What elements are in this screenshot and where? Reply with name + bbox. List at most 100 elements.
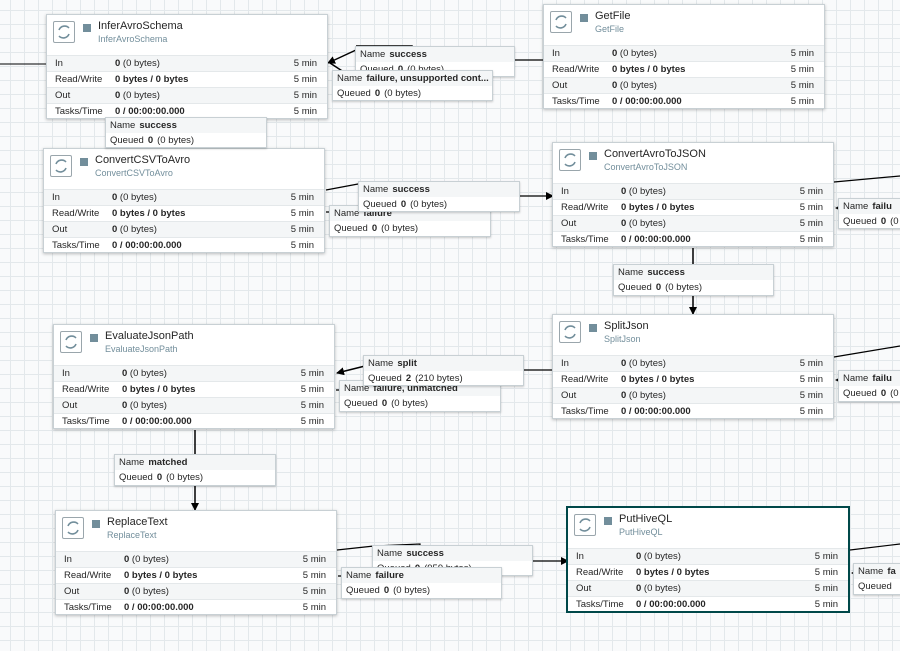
- processor-type: ReplaceText: [107, 530, 157, 540]
- processor-name: ConvertCSVToAvro: [95, 154, 191, 166]
- connection-getfile-infer-success-bend[interactable]: [327, 49, 357, 64]
- connection-queued: Queued: [858, 581, 892, 592]
- processor-type: ConvertAvroToJSON: [604, 162, 688, 172]
- processor-type: InferAvroSchema: [98, 34, 168, 44]
- processor-name: ConvertAvroToJSON: [604, 148, 706, 160]
- stopped-square-icon: [83, 24, 91, 32]
- stopped-square-icon: [604, 517, 612, 525]
- processor-name: ReplaceText: [107, 516, 168, 528]
- processor-type: PutHiveQL: [619, 527, 663, 537]
- processor-name: SplitJson: [604, 320, 649, 332]
- connection-puthiveql-offscreen[interactable]: [849, 543, 900, 551]
- processor-name: InferAvroSchema: [98, 20, 183, 32]
- processor-icon: [559, 149, 581, 171]
- connection-csv2avro-avro2json-success[interactable]: [325, 183, 553, 196]
- processor-name: EvaluateJsonPath: [105, 330, 194, 342]
- connection-splitjson-offscreen[interactable]: [833, 345, 900, 358]
- processor-type: SplitJson: [604, 334, 641, 344]
- processor-icon: [574, 514, 596, 536]
- stopped-square-icon: [589, 324, 597, 332]
- processor-icon: [53, 21, 75, 43]
- processor-icon: [559, 321, 581, 343]
- processor-name: PutHiveQL: [619, 513, 673, 525]
- processor-name: GetFile: [595, 10, 631, 22]
- processor-icon: [60, 331, 82, 353]
- stopped-square-icon: [80, 158, 88, 166]
- stopped-square-icon: [580, 14, 588, 22]
- processor-type: GetFile: [595, 24, 625, 34]
- connection-avro2json-offscreen[interactable]: [833, 175, 900, 183]
- connection-splitjson-evaljson-arrow[interactable]: [336, 365, 366, 376]
- connection-replacetext-puthiveql-success[interactable]: [336, 545, 568, 561]
- processor-type: EvaluateJsonPath: [105, 344, 178, 354]
